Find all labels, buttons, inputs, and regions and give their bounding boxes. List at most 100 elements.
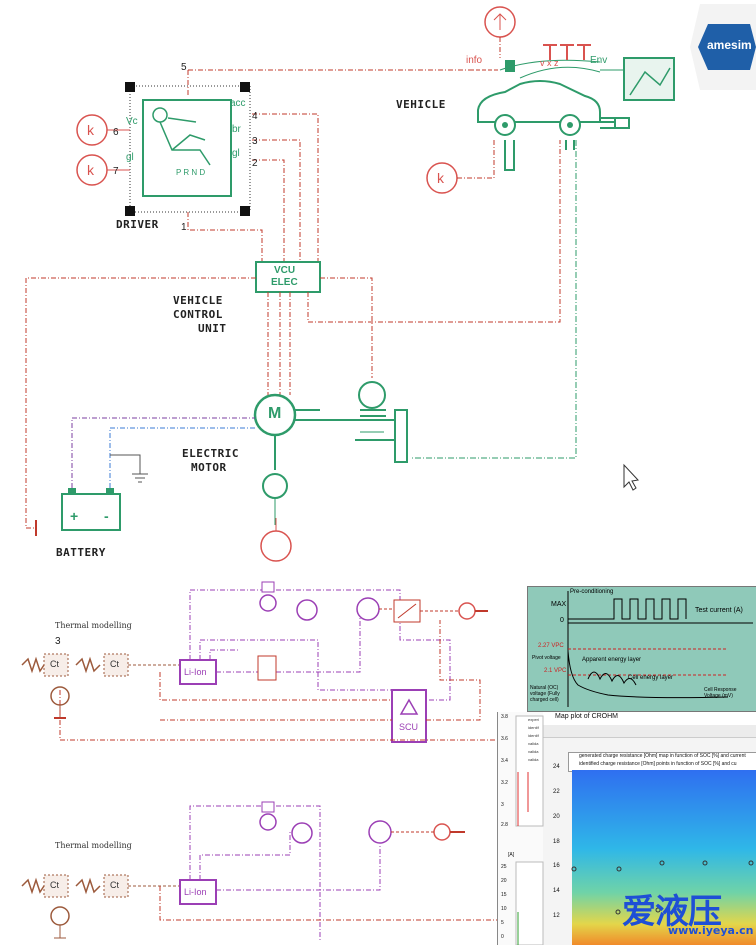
chart1-pivot: Pivot voltage	[532, 655, 561, 661]
ct-label-2: Ct	[110, 659, 119, 669]
li-ion-cell-1[interactable]	[179, 659, 217, 685]
br-port: br	[232, 124, 241, 135]
vcu-text-2: ELEC	[271, 277, 298, 288]
chart1-title: Pre-conditioning	[570, 589, 614, 595]
motor-caption-2: MOTOR	[191, 461, 227, 474]
watermark-url: www.iyeya.cn	[668, 924, 754, 937]
thermal-caption-1: Thermal modelling	[55, 621, 132, 630]
left2-ytick-15: 15	[501, 892, 507, 898]
left-legend-2: identif	[528, 733, 539, 738]
left-ytick-3: 3	[501, 802, 504, 808]
chart1-v227: 2.27 VPC	[538, 643, 564, 649]
vcu-caption-3: UNIT	[198, 322, 227, 335]
scu-1[interactable]	[391, 689, 427, 743]
info-label: info	[466, 55, 483, 66]
vxz-sensors	[543, 44, 591, 60]
left2-ytick-0: 0	[501, 934, 504, 940]
ground-symbol	[110, 454, 148, 483]
map-ytick-16: 16	[553, 863, 560, 869]
left-ytick-38: 3.8	[501, 714, 508, 720]
driver-block[interactable]	[125, 82, 251, 216]
vcu-text-1: VCU	[274, 265, 296, 276]
torque-k-source[interactable]	[260, 518, 292, 562]
left-ytick-36: 3.6	[501, 736, 508, 742]
liion-label-2: Li-Ion	[184, 887, 207, 897]
preconditioning-chart: Pre-conditioning MAX 0 Test current (A) …	[527, 586, 756, 712]
k-label-3: k	[437, 170, 444, 186]
info-port	[470, 60, 515, 72]
map-ytick-20: 20	[553, 814, 560, 820]
left-legend-3: valida	[528, 741, 539, 746]
gl-left-port: gl	[126, 152, 134, 163]
map-ytick-14: 14	[553, 888, 560, 894]
ct-label-4: Ct	[110, 880, 119, 890]
electric-motor[interactable]	[253, 393, 320, 525]
port-6: 6	[113, 127, 119, 138]
thermal-model-2[interactable]	[21, 874, 180, 939]
chart1-test-current: Test current (A)	[695, 607, 743, 614]
left-legend-4: valida	[528, 749, 539, 754]
port-4: 4	[252, 111, 258, 122]
vcu-block[interactable]	[255, 261, 321, 293]
k-label-1: k	[87, 122, 94, 138]
vcu-caption-2: CONTROL	[173, 308, 223, 321]
mouse-cursor-icon	[623, 463, 640, 491]
environment-block[interactable]	[600, 57, 675, 101]
chart1-response: Cell Response Voltage (mV)	[704, 687, 737, 699]
logo-text: amesim	[707, 38, 752, 52]
map-legend-2: identified charge resistance [Ohm] point…	[579, 761, 737, 767]
acc-port: acc	[230, 98, 246, 109]
left-ytick-32: 3.2	[501, 780, 508, 786]
k-constant-6[interactable]	[76, 114, 130, 146]
k-constant-vehicle[interactable]	[426, 140, 495, 194]
map-ytick-22: 22	[553, 789, 560, 795]
k-constant-road[interactable]	[484, 6, 516, 58]
map-plot-window[interactable]: Map plot of CROHM generated charge resis…	[497, 712, 756, 945]
map-window-title: Map plot of CROHM	[555, 713, 619, 720]
scu-label: SCU	[399, 722, 419, 732]
battery-minus: -	[104, 508, 109, 524]
port-5: 5	[181, 62, 187, 73]
current-sensor-2[interactable]	[259, 801, 465, 844]
map-toolbar[interactable]	[543, 725, 756, 738]
vcu-to-battery	[25, 277, 256, 529]
left-legend-0: experi	[528, 717, 539, 722]
left2-ytick-5: 5	[501, 920, 504, 926]
env-label: Env	[590, 55, 608, 66]
port-1: 1	[181, 222, 187, 233]
vehicle-block[interactable]	[477, 59, 630, 171]
chart1-v21: 2.1 VPC	[544, 668, 567, 674]
map-legend-1: generated charge resistance [Ohm] map in…	[579, 753, 746, 759]
current-sensor-1[interactable]	[257, 581, 488, 681]
gearbox[interactable]	[320, 409, 408, 463]
port-3: 3	[252, 136, 258, 147]
motor-caption-1: ELECTRIC	[182, 447, 239, 460]
gl-port: gl	[232, 148, 240, 159]
chart1-zero: 0	[560, 617, 564, 624]
vc-port: Vc	[126, 116, 138, 127]
battery-plus: +	[70, 508, 79, 524]
driver-link-4	[252, 113, 319, 262]
driver-label: DRIVER	[116, 218, 159, 231]
prnd-label: P R N D	[176, 168, 206, 177]
omega-sensor[interactable]	[358, 381, 386, 417]
watermark-cn: 爱液压	[622, 892, 722, 932]
liion-label-1: Li-Ion	[184, 667, 207, 677]
left2-ytick-10: 10	[501, 906, 507, 912]
vehicle-label: VEHICLE	[396, 98, 446, 111]
port-2: 2	[252, 158, 258, 169]
k-label-2: k	[87, 162, 94, 178]
chart1-max: MAX	[551, 601, 567, 608]
thermal-model-1[interactable]	[21, 653, 180, 719]
k-constant-7[interactable]	[76, 154, 130, 186]
vcu-caption-1: VEHICLE	[173, 294, 223, 307]
map-ytick-12: 12	[553, 913, 560, 919]
li-ion-cell-2[interactable]	[179, 879, 217, 905]
left2-ytick-25: 25	[501, 864, 507, 870]
vcu-to-vehicle	[307, 140, 561, 323]
left-legend-1: identif	[528, 725, 539, 730]
map-ytick-18: 18	[553, 839, 560, 845]
battery-block[interactable]	[35, 488, 121, 536]
chart1-natural: Natural (OC) voltage (Fully charged cell…	[530, 685, 560, 703]
